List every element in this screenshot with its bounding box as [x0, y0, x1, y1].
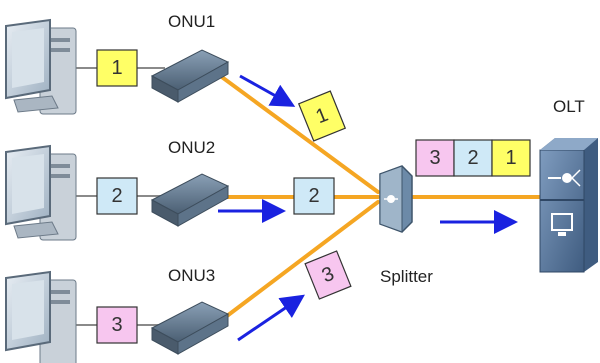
- packet-stream-1: 1: [491, 139, 531, 177]
- onu3-label: ONU3: [168, 266, 215, 285]
- svg-text:2: 2: [467, 147, 478, 169]
- onu2-label: ONU2: [168, 138, 215, 157]
- svg-text:2: 2: [308, 185, 319, 207]
- onu1-label: ONU1: [168, 12, 215, 31]
- pc-1: [5, 18, 77, 115]
- svg-text:1: 1: [505, 147, 516, 169]
- pc-2: [5, 144, 77, 241]
- svg-text:3: 3: [111, 314, 122, 336]
- desktop-computer-icon: [5, 144, 77, 241]
- svg-text:2: 2: [111, 185, 122, 207]
- packet-onu2-local: 2: [96, 177, 138, 215]
- onu-3: [150, 301, 230, 355]
- fiber-onu1: [213, 70, 380, 194]
- optical-splitter-icon: [379, 165, 413, 233]
- packet-stream-2: 2: [453, 139, 493, 177]
- arrow-onu1: [239, 74, 296, 107]
- packet-onu3-inflight: 3: [304, 250, 352, 300]
- flow-arrows: [218, 74, 518, 342]
- olt: [539, 138, 598, 273]
- packet-stream-3: 3: [415, 139, 455, 177]
- onu-device-icon: [150, 173, 230, 227]
- svg-text:1: 1: [111, 57, 122, 79]
- fiber-lines: [210, 70, 542, 327]
- arrow-onu3: [237, 294, 305, 342]
- fiber-onu3: [213, 200, 380, 327]
- onu-1: [150, 49, 230, 103]
- packet-onu1-inflight: 1: [297, 90, 347, 142]
- desktop-computer-icon: [5, 18, 77, 115]
- packet-stream: 3 2 1: [415, 139, 531, 177]
- packet-onu3-local: 3: [96, 306, 138, 344]
- packet-onu1-local: 1: [96, 49, 138, 87]
- onu-device-icon: [150, 49, 230, 103]
- olt-device-icon: [539, 138, 598, 273]
- pc-3: [5, 270, 77, 363]
- olt-label: OLT: [553, 97, 585, 116]
- packet-onu2-inflight: 2: [293, 177, 335, 215]
- splitter-label: Splitter: [380, 267, 433, 286]
- desktop-computer-icon: [5, 270, 77, 363]
- onu-2: [150, 173, 230, 227]
- onu-device-icon: [150, 301, 230, 355]
- splitter: [379, 165, 413, 233]
- svg-text:3: 3: [429, 147, 440, 169]
